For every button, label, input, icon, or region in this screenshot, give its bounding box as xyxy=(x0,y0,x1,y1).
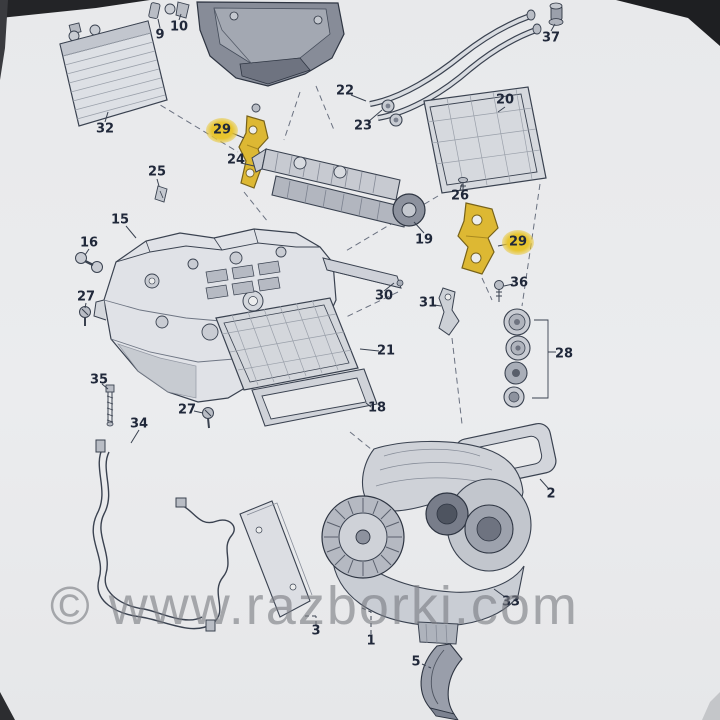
highlighted-bracket-left xyxy=(238,103,269,189)
construction-lines xyxy=(151,85,541,459)
frame-part xyxy=(251,368,378,427)
small-fasteners-part xyxy=(148,1,190,19)
heater-core-part xyxy=(215,297,359,391)
elbow-duct-part xyxy=(420,643,463,720)
screw-bottom-part xyxy=(202,407,214,429)
small-bracket-part xyxy=(438,287,460,336)
clip-part xyxy=(154,185,168,203)
damper-stack-part xyxy=(503,308,556,408)
screw-36-part xyxy=(494,280,504,302)
watermark-text: © www.razborki.com xyxy=(50,576,579,636)
wiring-harness-part xyxy=(92,439,235,632)
pipes-part xyxy=(369,9,542,127)
side-panel-part xyxy=(239,500,313,618)
blower-assembly-part xyxy=(321,440,532,645)
leader-lines xyxy=(84,13,556,669)
roller-part xyxy=(75,252,103,273)
bolt-part xyxy=(105,384,115,427)
flap-door-part xyxy=(322,257,404,289)
upper-housing-part xyxy=(196,1,345,87)
evaporator-part xyxy=(423,86,547,194)
flap-assembly-part xyxy=(251,147,468,228)
highlighted-bracket-right xyxy=(457,202,499,275)
screw-left-part xyxy=(79,306,91,326)
grommet-part xyxy=(548,2,564,26)
radiator-part xyxy=(59,20,168,127)
